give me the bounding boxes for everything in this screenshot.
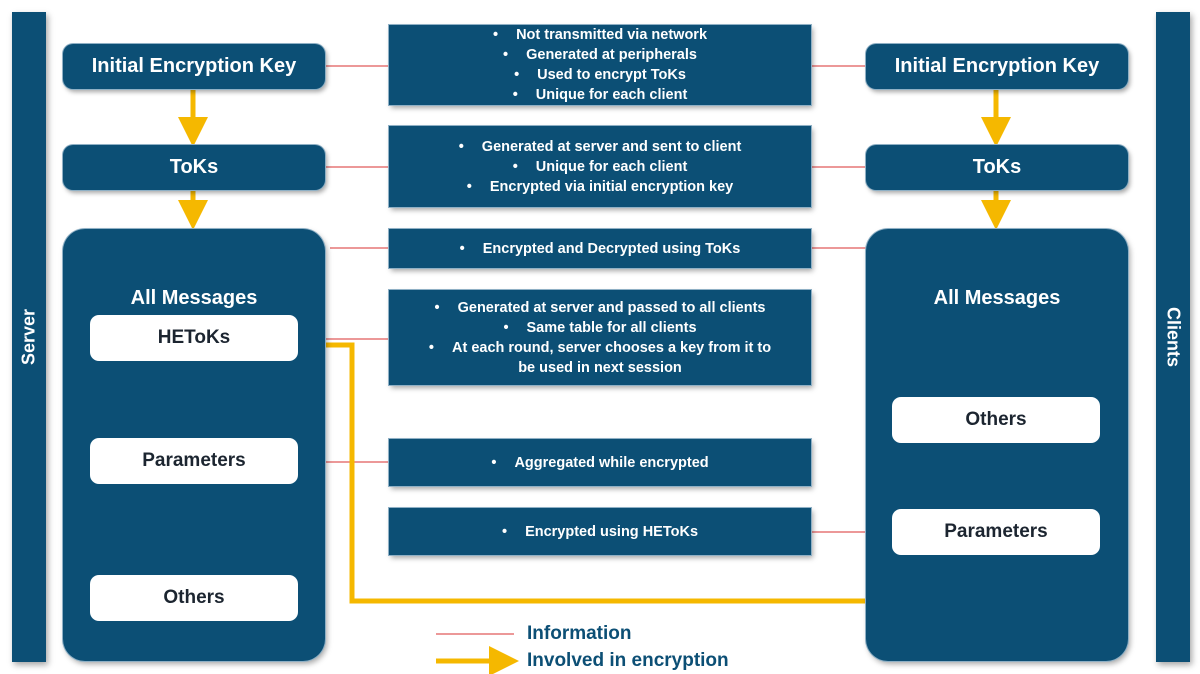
server-bar: Server bbox=[12, 12, 46, 662]
info-initial-key-line: Unique for each client bbox=[535, 87, 688, 103]
right-toks: ToKs bbox=[866, 145, 1128, 190]
info-parameters-client: •Encrypted using HEToKs bbox=[389, 508, 811, 555]
info-initial-key-line: Generated at peripherals bbox=[526, 47, 697, 63]
info-parameters-client-line: Encrypted using HEToKs bbox=[525, 523, 699, 540]
info-hetoks-line: be used in next session bbox=[518, 359, 682, 376]
right-initial-key: Initial Encryption Key bbox=[866, 44, 1128, 89]
info-hetoks-line: Generated at server and passed to all cl… bbox=[457, 299, 766, 316]
right-others: Others bbox=[892, 397, 1100, 443]
legend-encryption: Involved in encryption bbox=[527, 650, 729, 671]
legend-information: Information bbox=[527, 623, 632, 644]
right-panel-title: All Messages bbox=[933, 287, 1061, 309]
left-initial-key-label: Initial Encryption Key bbox=[91, 55, 297, 77]
left-parameters: Parameters bbox=[90, 438, 298, 484]
info-parameters-server-line: Aggregated while encrypted bbox=[514, 454, 709, 471]
left-others: Others bbox=[90, 575, 298, 621]
left-toks-label: ToKs bbox=[169, 156, 219, 178]
info-all-messages: •Encrypted and Decrypted using ToKs bbox=[389, 229, 811, 268]
info-toks-line: Unique for each client bbox=[535, 158, 688, 175]
info-hetoks-line: Same table for all clients bbox=[526, 319, 697, 336]
left-hetoks: HEToKs bbox=[90, 315, 298, 361]
clients-bar: Clients bbox=[1156, 12, 1190, 662]
left-all-messages-panel: All Messages HEToKs Parameters Others bbox=[63, 229, 325, 661]
info-parameters-server: •Aggregated while encrypted bbox=[389, 439, 811, 486]
right-parameters: Parameters bbox=[892, 509, 1100, 555]
left-initial-key: Initial Encryption Key bbox=[63, 44, 325, 89]
info-initial-key-line: Not transmitted via network bbox=[516, 27, 708, 43]
left-toks: ToKs bbox=[63, 145, 325, 190]
right-all-messages-panel: All Messages Others Parameters bbox=[866, 229, 1128, 661]
right-toks-label: ToKs bbox=[972, 156, 1022, 178]
info-toks-line: Encrypted via initial encryption key bbox=[489, 178, 734, 195]
right-initial-key-label: Initial Encryption Key bbox=[894, 55, 1100, 77]
info-initial-key: •Not transmitted via network •Generated … bbox=[389, 25, 811, 105]
info-toks: •Generated at server and sent to client … bbox=[389, 126, 811, 207]
info-toks-line: Generated at server and sent to client bbox=[481, 138, 742, 155]
info-hetoks-line: At each round, server chooses a key from… bbox=[451, 339, 772, 356]
info-initial-key-line: Used to encrypt ToKs bbox=[537, 67, 686, 83]
left-panel-title: All Messages bbox=[130, 287, 258, 309]
info-all-messages-line: Encrypted and Decrypted using ToKs bbox=[482, 240, 741, 257]
info-hetoks: •Generated at server and passed to all c… bbox=[389, 290, 811, 385]
